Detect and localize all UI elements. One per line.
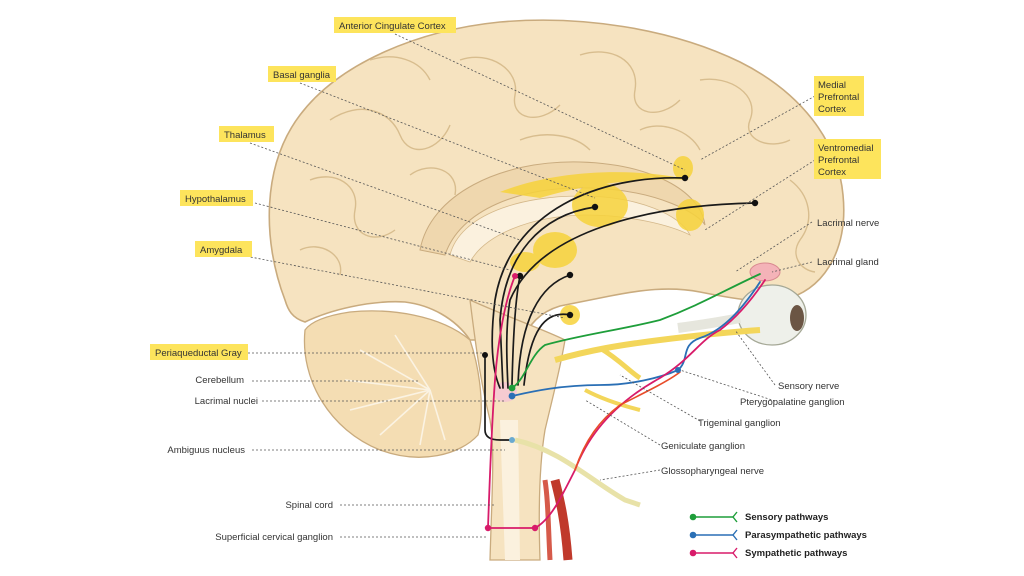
label-cerebellum: Cerebellum [195,375,244,386]
sensory-pathway [511,273,761,389]
label-thalamus: Thalamus [224,130,266,141]
legend-sensory-dot [689,513,697,521]
legend: Sensory pathways Parasympathetic pathway… [689,511,867,559]
label-highlight-vmpfc [814,139,881,179]
label-highlight-mpfc [814,76,864,116]
corpus-callosum [419,161,706,256]
gyri-lines [299,51,816,276]
legend-item-sensory: Sensory pathways [689,511,828,523]
pathway-nodes [482,174,759,532]
label-spinal-cord: Spinal cord [285,500,333,511]
label-hypothalamus: Hypothalamus [185,194,246,205]
glossopharyngeal-nerve-path [514,437,641,508]
label-medial-prefrontal-line2: Prefrontal [818,92,859,103]
label-highlight-thalamus [219,126,274,142]
label-medial-prefrontal-line1: Medial [818,80,846,91]
label-highlight-pag [150,344,248,360]
label-lacrimal-gland: Lacrimal gland [817,257,879,268]
label-lacrimal-nerve: Lacrimal nerve [817,218,879,229]
label-lacrimal-nuclei: Lacrimal nuclei [195,396,258,407]
pathways [482,174,766,532]
label-amygdala: Amygdala [200,245,243,256]
nerves [514,327,761,561]
label-highlight-hypothalamus [180,190,253,206]
label-superficial-cervical-ganglion: Superficial cervical ganglion [215,532,333,543]
label-trigeminal-ganglion: Trigeminal ganglion [698,418,781,429]
cerebellum [303,310,482,458]
iris [790,305,804,331]
arbor-vitae [344,334,446,446]
label-medial-prefrontal-line3: Cortex [818,104,846,115]
label-glossopharyngeal-nerve: Glossopharyngeal nerve [661,466,764,477]
vmpfc-region [676,199,704,231]
label-pterygopalatine-ganglion: Pterygopalatine ganglion [740,397,845,408]
legend-sympathetic-terminal [732,547,738,559]
legend-item-parasympathetic: Parasympathetic pathways [689,529,867,541]
legend-sensory-terminal [732,511,738,523]
label-highlight-amygdala [195,241,252,257]
label-anterior-cingulate-cortex: Anterior Cingulate Cortex [339,21,446,32]
central-canal [500,420,520,560]
legend-sympathetic-dot [689,549,697,557]
label-ventromedial-line3: Cortex [818,167,846,178]
legend-label-parasympathetic: Parasympathetic pathways [745,530,867,541]
legend-item-sympathetic: Sympathetic pathways [689,547,847,559]
labels-left: Anterior Cingulate Cortex Basal ganglia … [150,17,456,543]
optic-nerve [677,313,741,333]
leader-lines [234,33,816,538]
label-geniculate-ganglion: Geniculate ganglion [661,441,745,452]
legend-label-sympathetic: Sympathetic pathways [745,548,847,559]
sympathetic-pathway [487,275,766,529]
lateral-ventricle [449,195,691,263]
label-sensory-nerve: Sensory nerve [778,381,839,392]
label-basal-ganglia: Basal ganglia [273,70,331,81]
artery-vessel [550,478,573,561]
label-periaqueductal-gray: Periaqueductal Gray [155,348,242,359]
legend-label-sensory: Sensory pathways [745,512,828,523]
legend-parasympathetic-dot [689,531,697,539]
label-ventromedial-line2: Prefrontal [818,155,859,166]
mpfc-region [673,156,693,180]
label-highlight-basal [268,66,336,82]
labels-right: Medial Prefrontal Cortex Ventromedial Pr… [661,76,881,477]
label-highlight-acc [334,17,456,33]
legend-parasympathetic-terminal [732,529,738,541]
lacrimal-gland [749,262,781,282]
label-ventromedial-line1: Ventromedial [818,143,873,154]
trigeminal-nerve-trunk [554,327,761,363]
label-ambiguus-nucleus: Ambiguus nucleus [167,445,245,456]
